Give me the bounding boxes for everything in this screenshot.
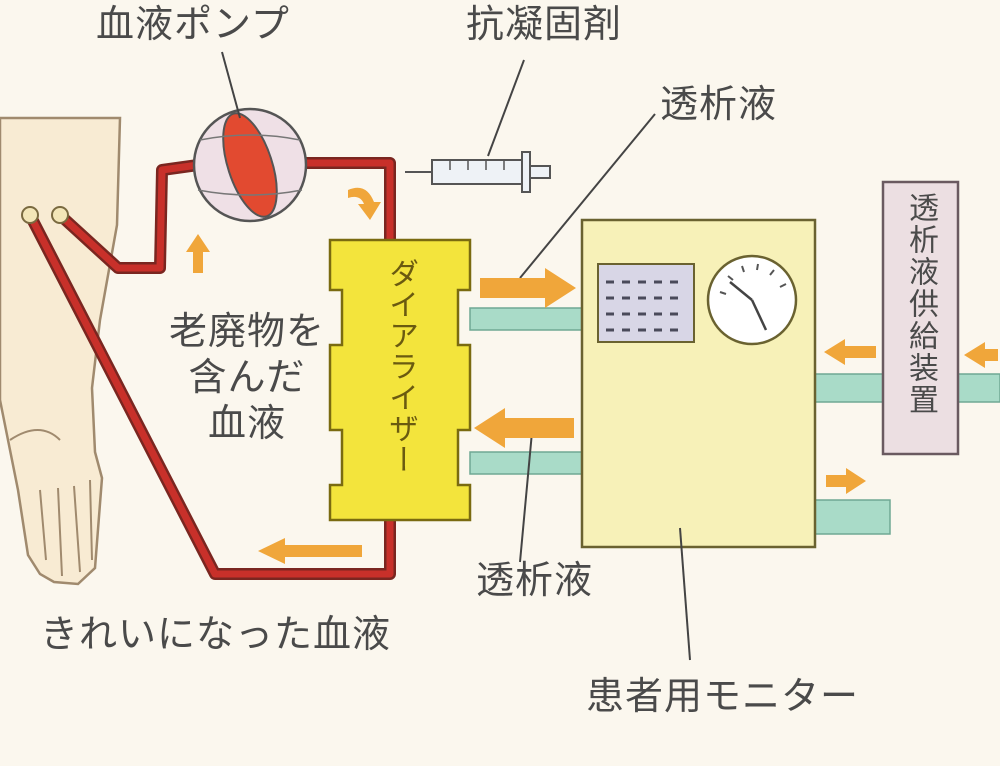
arrow-blood-up bbox=[186, 234, 210, 273]
monitor-gauge-icon bbox=[706, 254, 798, 346]
monitor-display-dashes bbox=[606, 280, 678, 332]
arm-palm-line bbox=[9, 429, 61, 441]
anticoagulant-label: 抗凝固剤 bbox=[466, 2, 623, 46]
waste-blood-line-3: 血液 bbox=[207, 401, 286, 445]
dialyzer-body bbox=[328, 238, 472, 522]
patient-monitor-label: 患者用モニター bbox=[586, 674, 860, 718]
leader-dialysate-bottom bbox=[519, 431, 533, 563]
waste-blood-line-1: 老廃物を bbox=[168, 309, 325, 353]
dialysate-bottom-label: 透析液 bbox=[476, 558, 594, 602]
clean-blood-label: きれいになった血液 bbox=[40, 612, 392, 656]
pipe-monitor-drain bbox=[814, 499, 891, 535]
arrow-dialysate-out bbox=[474, 408, 574, 448]
leader-blood-pump bbox=[221, 51, 241, 119]
dialyzer-label: ダイアライザー bbox=[383, 258, 418, 475]
pipe-dialyzer-lower bbox=[469, 451, 583, 475]
arrow-supply-right-in bbox=[964, 342, 998, 368]
syringe-icon bbox=[405, 151, 551, 193]
arrow-blood-return bbox=[258, 538, 362, 564]
needle-draw bbox=[51, 206, 69, 224]
pipe-dialyzer-upper bbox=[469, 307, 583, 331]
blood-pump-label: 血液ポンプ bbox=[96, 2, 290, 46]
leader-patient-monitor bbox=[679, 527, 691, 661]
blood-line-to-dialyzer bbox=[296, 157, 396, 246]
arrow-drain bbox=[826, 468, 866, 494]
waste-blood-label: 老廃物を 含んだ 血液 bbox=[162, 308, 332, 446]
arm-finger-lines bbox=[39, 479, 93, 577]
arrow-dialysate-in bbox=[480, 268, 576, 308]
dialysate-supply-label: 透析液供給装置 bbox=[903, 192, 938, 416]
blood-pump-icon bbox=[192, 107, 308, 223]
leader-dialysate-top bbox=[519, 113, 656, 279]
needle-return bbox=[21, 206, 39, 224]
dialysate-top-label: 透析液 bbox=[660, 82, 778, 126]
leader-anticoagulant bbox=[487, 59, 525, 157]
dialysate-supply-unit bbox=[881, 180, 960, 456]
arrow-supply-left bbox=[824, 339, 876, 365]
arrow-blood-down bbox=[348, 187, 381, 220]
waste-blood-line-2: 含んだ bbox=[188, 355, 306, 399]
